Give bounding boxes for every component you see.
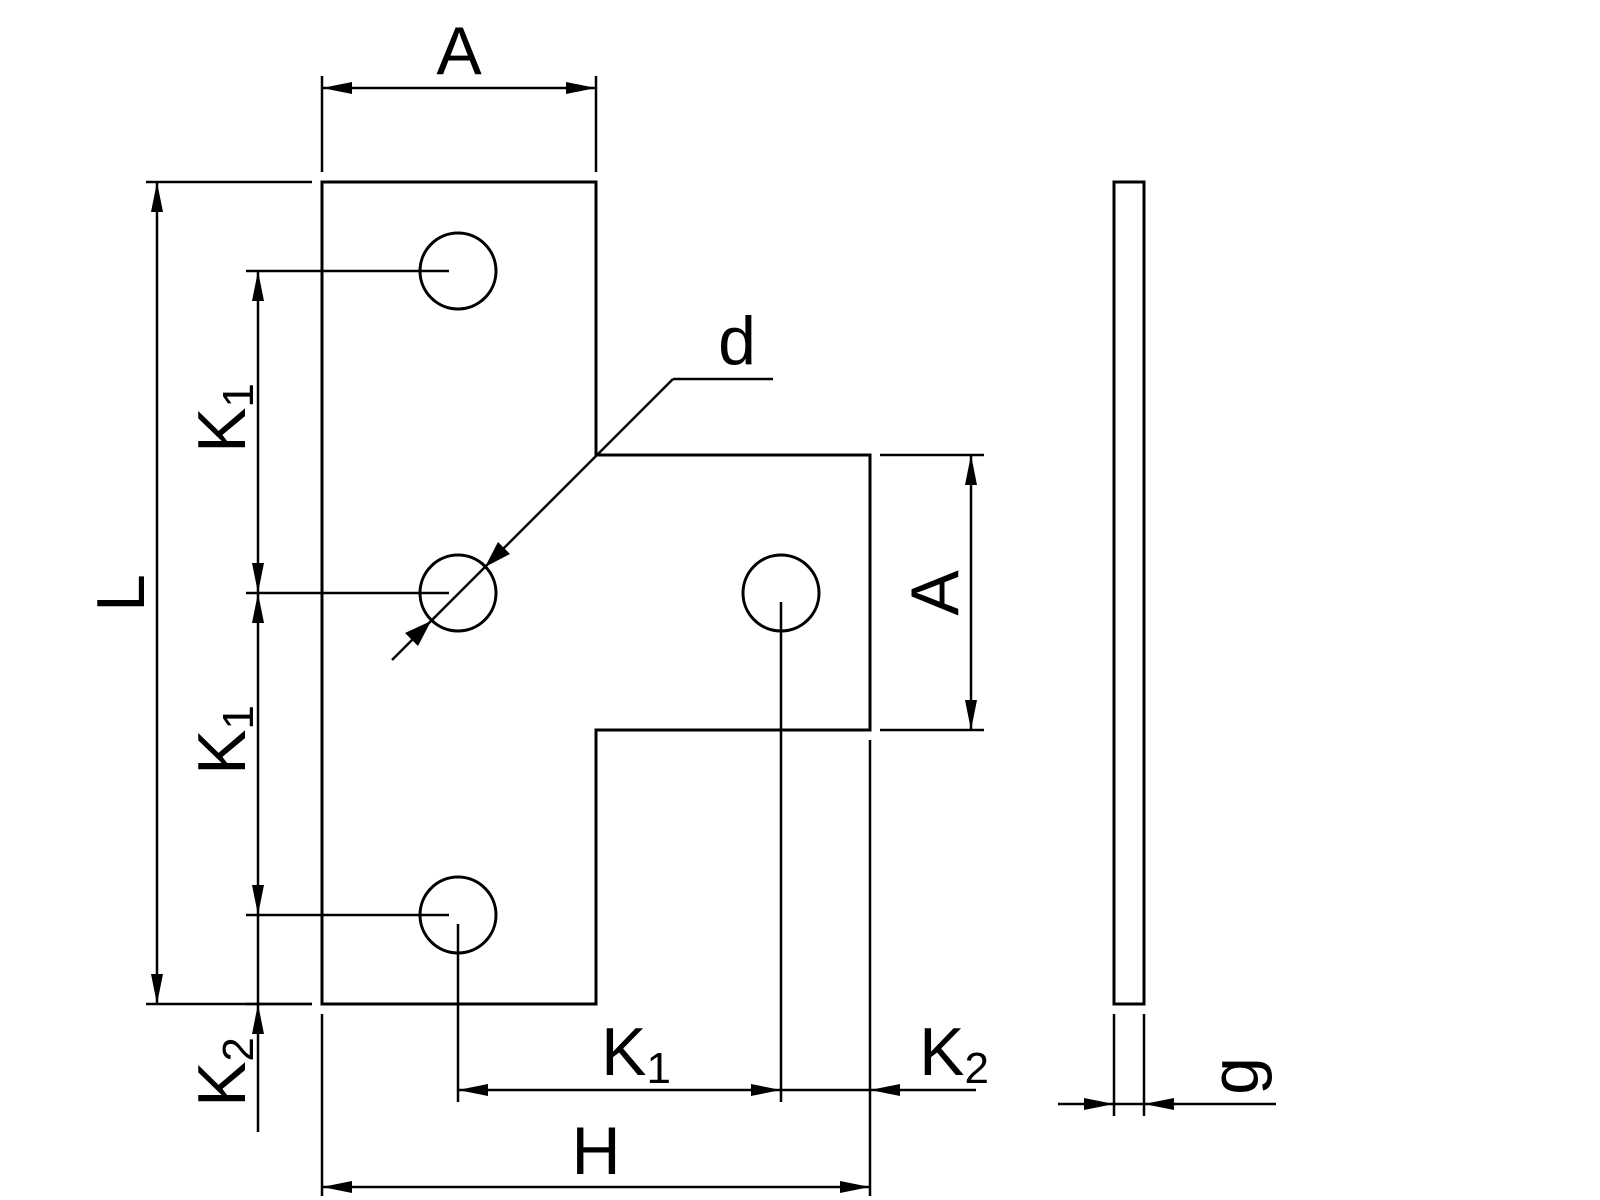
side-view-plate — [1112, 180, 1146, 1006]
label-d: d — [718, 303, 756, 379]
label-k1-lower: K1 — [184, 705, 263, 775]
label-k2-bottom: K2 — [919, 1014, 989, 1093]
label-l: L — [83, 574, 159, 612]
dimension-d: d — [391, 303, 773, 661]
label-k2-left: K2 — [184, 1037, 263, 1107]
dimension-a-right: A — [880, 453, 984, 732]
label-a-top: A — [436, 13, 482, 89]
plate-outline — [320, 180, 872, 1006]
dimension-k-chain-bottom — [458, 1084, 976, 1096]
dimension-h: H — [322, 1113, 870, 1193]
label-a-right: A — [897, 570, 973, 616]
label-k1-upper: K1 — [184, 383, 263, 453]
label-k1-bottom: K1 — [601, 1014, 671, 1093]
dimension-k-chain-left — [246, 271, 312, 1132]
dimension-a-top: A — [320, 13, 598, 172]
label-h: H — [571, 1113, 620, 1189]
label-g: g — [1197, 1057, 1273, 1095]
dimension-g: g — [1058, 1014, 1276, 1116]
